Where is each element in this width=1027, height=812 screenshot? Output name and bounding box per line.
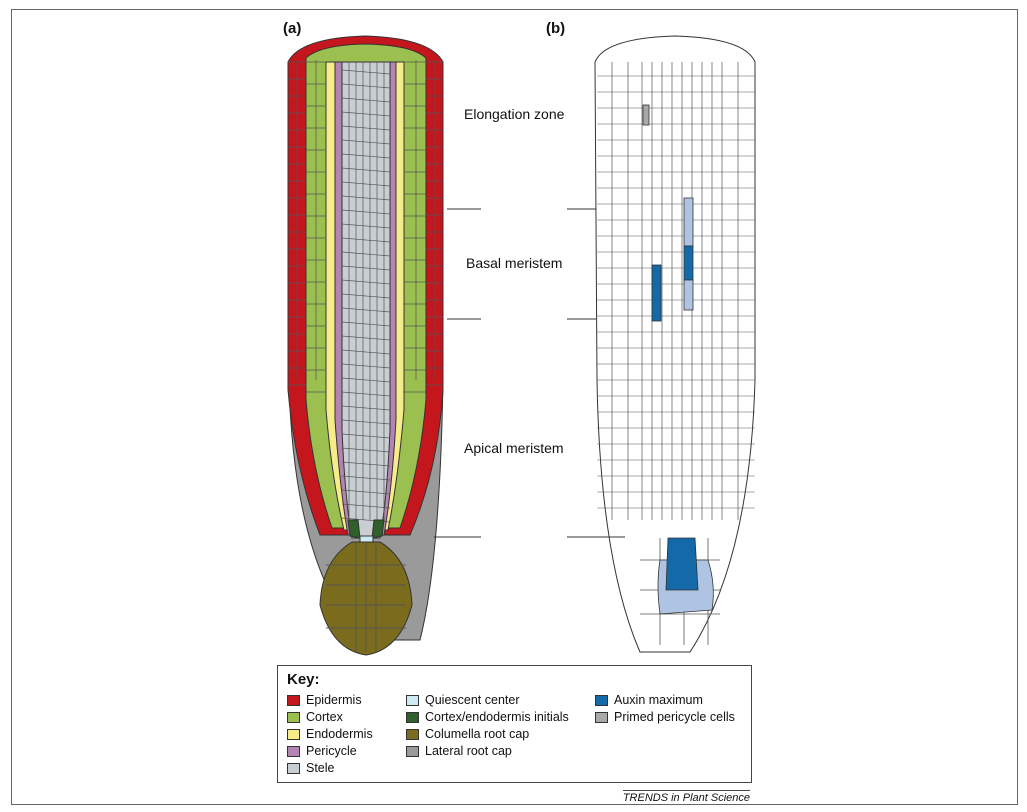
auxin-light-upper xyxy=(684,198,693,246)
key-label: Columella root cap xyxy=(425,727,529,741)
key-item-pericycle: Pericycle xyxy=(287,744,357,758)
auxin-light-lower xyxy=(684,280,693,310)
swatch-auxin-maximum xyxy=(595,695,608,706)
key-item-lateral-root-cap: Lateral root cap xyxy=(406,744,512,758)
swatch-lateral-root-cap xyxy=(406,746,419,757)
quiescent-center xyxy=(360,536,373,542)
key-item-cortex: Cortex xyxy=(287,710,343,724)
key-label: Quiescent center xyxy=(425,693,520,707)
root-panel-b xyxy=(595,36,755,652)
key-label: Lateral root cap xyxy=(425,744,512,758)
root-panel-a xyxy=(288,36,443,655)
key-title: Key: xyxy=(287,671,320,688)
auxin-maximum-right xyxy=(684,246,693,280)
key-item-primed-pericycle-cells: Primed pericycle cells xyxy=(595,710,735,724)
key-label: Endodermis xyxy=(306,727,373,741)
swatch-cortex-endodermis-initials xyxy=(406,712,419,723)
swatch-pericycle xyxy=(287,746,300,757)
elongation-zone-label: Elongation zone xyxy=(464,106,564,122)
key-item-auxin-maximum: Auxin maximum xyxy=(595,693,703,707)
swatch-endodermis xyxy=(287,729,300,740)
key-item-quiescent-center: Quiescent center xyxy=(406,693,520,707)
key-item-columella-root-cap: Columella root cap xyxy=(406,727,529,741)
key-item-cortex-endodermis-initials: Cortex/endodermis initials xyxy=(406,710,569,724)
key-label: Pericycle xyxy=(306,744,357,758)
key-item-stele: Stele xyxy=(287,761,335,775)
key-label: Primed pericycle cells xyxy=(614,710,735,724)
basal-meristem-label: Basal meristem xyxy=(466,255,562,271)
key-item-endodermis: Endodermis xyxy=(287,727,373,741)
key-item-epidermis: Epidermis xyxy=(287,693,362,707)
swatch-stele xyxy=(287,763,300,774)
primed-pericycle-cell xyxy=(643,105,649,125)
swatch-cortex xyxy=(287,712,300,723)
auxin-maximum-left xyxy=(652,265,661,321)
swatch-quiescent-center xyxy=(406,695,419,706)
legend-key: Key: Epidermis Cortex Endodermis Pericyc… xyxy=(277,665,752,783)
cortex-endodermis-initial-left xyxy=(348,520,360,538)
apical-meristem-label: Apical meristem xyxy=(464,440,564,456)
auxin-maximum-root-tip xyxy=(666,538,698,590)
key-label: Cortex/endodermis initials xyxy=(425,710,569,724)
key-label: Stele xyxy=(306,761,335,775)
key-label: Auxin maximum xyxy=(614,693,703,707)
key-label: Epidermis xyxy=(306,693,362,707)
swatch-columella-root-cap xyxy=(406,729,419,740)
cortex-endodermis-initial-right xyxy=(372,520,384,538)
swatch-epidermis xyxy=(287,695,300,706)
journal-credit: TRENDS in Plant Science xyxy=(623,790,750,804)
swatch-primed-pericycle-cells xyxy=(595,712,608,723)
key-label: Cortex xyxy=(306,710,343,724)
